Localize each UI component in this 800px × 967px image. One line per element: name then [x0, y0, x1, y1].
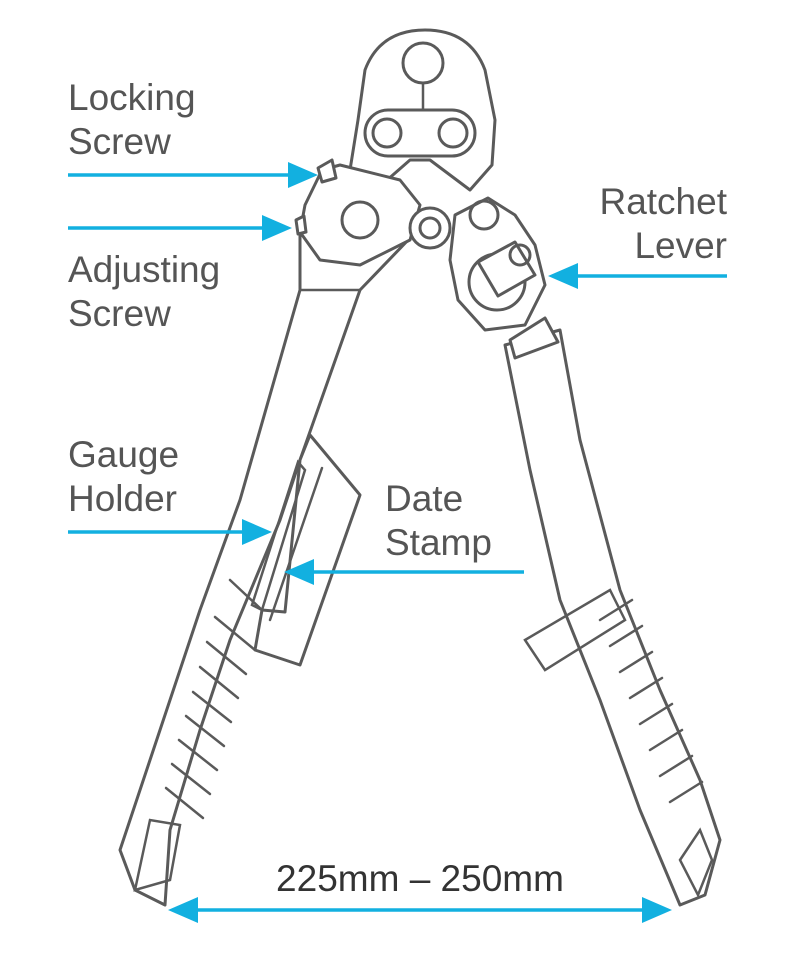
label-ratchet-lever-line2: Lever	[634, 225, 727, 266]
label-gauge-holder-line1: Gauge	[68, 434, 179, 475]
label-locking-screw-line1: Locking	[68, 77, 196, 118]
dimension-span: 225mm – 250mm	[168, 858, 672, 923]
arrow-locking-screw	[68, 162, 318, 188]
label-ratchet-lever: Ratchet Lever	[599, 181, 727, 266]
label-date-stamp: Date Stamp	[385, 478, 492, 563]
label-ratchet-lever-line1: Ratchet	[599, 181, 727, 222]
right-grip-ribs	[598, 598, 704, 804]
left-grip-ribs	[164, 615, 257, 820]
label-locking-screw-line2: Screw	[68, 121, 171, 162]
dimension-label: 225mm – 250mm	[276, 858, 564, 899]
label-gauge-holder: Gauge Holder	[68, 434, 179, 519]
arrow-adjusting-screw	[68, 215, 292, 241]
tool-head	[348, 28, 497, 197]
label-adjusting-screw-line1: Adjusting	[68, 249, 220, 290]
label-locking-screw: Locking Screw	[68, 77, 196, 162]
label-gauge-holder-line2: Holder	[68, 478, 177, 519]
label-adjusting-screw-line2: Screw	[68, 293, 171, 334]
right-handle	[503, 328, 722, 907]
label-date-stamp-line1: Date	[385, 478, 463, 519]
arrow-ratchet-lever	[548, 263, 727, 289]
label-date-stamp-line2: Stamp	[385, 522, 492, 563]
crimping-tool-illustration	[118, 28, 722, 907]
left-handle	[118, 178, 414, 907]
arrow-date-stamp	[284, 559, 524, 585]
label-adjusting-screw: Adjusting Screw	[68, 249, 220, 334]
arrow-gauge-holder	[68, 519, 272, 545]
gauge-holder-block	[253, 433, 362, 667]
